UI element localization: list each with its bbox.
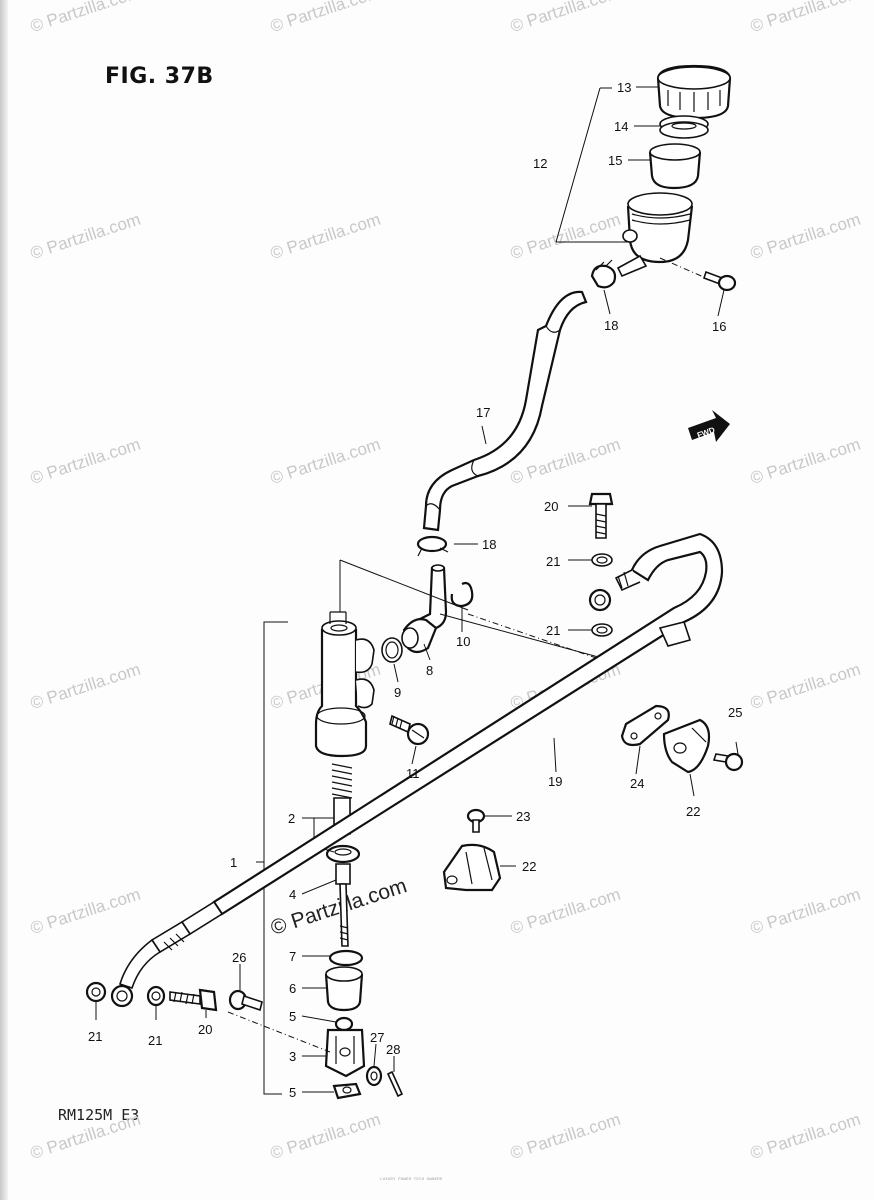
- banjo-washer: [146, 985, 166, 1007]
- hose-clamp-upper: [590, 259, 617, 289]
- hose-guide-lower: [442, 843, 502, 892]
- callout-4: 4: [289, 887, 296, 902]
- callout-27: 27: [370, 1030, 384, 1045]
- callout-28: 28: [386, 1042, 400, 1057]
- hose-guide-upper: [662, 718, 711, 774]
- callout-18: 18: [604, 318, 618, 333]
- callout-21: 21: [546, 623, 560, 638]
- clevis-pin: [228, 989, 263, 1012]
- banjo-bolt-upper: [588, 492, 614, 539]
- model-code: RM125M E3: [58, 1106, 140, 1124]
- forward-arrow-icon: FWD: [688, 410, 730, 442]
- piston-cup: [325, 844, 361, 864]
- callout-26: 26: [232, 950, 246, 965]
- clevis: [324, 1028, 366, 1078]
- connector-o-ring: [381, 637, 403, 663]
- banjo-washer: [591, 553, 613, 567]
- callout-5: 5: [289, 1085, 296, 1100]
- callout-12: 12: [533, 156, 547, 171]
- brake-hose: [119, 532, 724, 990]
- hose-clamp-lower: [416, 535, 449, 557]
- callout-1: 1: [230, 855, 237, 870]
- banjo-washer: [85, 981, 107, 1003]
- callout-21: 21: [88, 1029, 102, 1044]
- callout-21: 21: [546, 554, 560, 569]
- hose-guide-screw-lower: [466, 808, 486, 833]
- callout-3: 3: [289, 1049, 296, 1064]
- callout-22: 22: [686, 804, 700, 819]
- banjo-fitting-lower: [110, 984, 134, 1008]
- banjo-washer: [591, 623, 613, 637]
- push-rod: [335, 863, 351, 947]
- clevis-washer: [365, 1065, 383, 1087]
- callout-24: 24: [630, 776, 644, 791]
- callout-2: 2: [288, 811, 295, 826]
- hose-guide-plate: [620, 704, 670, 747]
- callout-9: 9: [394, 685, 401, 700]
- cylinder-mounting-bolt: [389, 714, 430, 746]
- footer-note: LUXURY POWER TECH OWNERS: [380, 1178, 443, 1182]
- master-cylinder-body: [314, 611, 375, 758]
- snap-ring-connector: [450, 581, 474, 608]
- boot: [324, 966, 364, 1012]
- callout-11: 11: [406, 766, 420, 781]
- push-rod-nut-lower: [332, 1082, 362, 1100]
- callout-16: 16: [712, 319, 726, 334]
- reservoir-tank: [616, 192, 694, 278]
- reservoir-hose: [422, 290, 588, 532]
- callout-7: 7: [289, 949, 296, 964]
- callout-20: 20: [544, 499, 558, 514]
- callout-23: 23: [516, 809, 530, 824]
- callout-22: 22: [522, 859, 536, 874]
- callout-17: 17: [476, 405, 490, 420]
- callout-15: 15: [608, 153, 622, 168]
- banjo-bolt-lower: [169, 988, 218, 1012]
- callout-21: 21: [148, 1033, 162, 1048]
- reservoir-diaphragm-plate: [659, 115, 709, 139]
- reservoir-diaphragm: [648, 143, 702, 190]
- callout-6: 6: [289, 981, 296, 996]
- callout-8: 8: [426, 663, 433, 678]
- figure-title: FIG. 37B: [105, 64, 214, 89]
- cotter-pin: [386, 1070, 404, 1098]
- reservoir-cap: [656, 64, 732, 120]
- callout-14: 14: [614, 119, 628, 134]
- reservoir-mounting-bolt: [702, 270, 737, 292]
- callout-10: 10: [456, 634, 470, 649]
- scan-edge: [0, 0, 8, 1200]
- hose-guide-screw: [712, 752, 744, 772]
- callout-18: 18: [482, 537, 496, 552]
- callout-13: 13: [617, 80, 631, 95]
- connector-body: [401, 618, 438, 654]
- banjo-fitting-upper: [588, 588, 612, 612]
- callout-20: 20: [198, 1022, 212, 1037]
- push-rod-nut-upper: [334, 1016, 354, 1032]
- callout-19: 19: [548, 774, 562, 789]
- callout-25: 25: [728, 705, 742, 720]
- snap-ring: [328, 949, 364, 967]
- callout-5: 5: [289, 1009, 296, 1024]
